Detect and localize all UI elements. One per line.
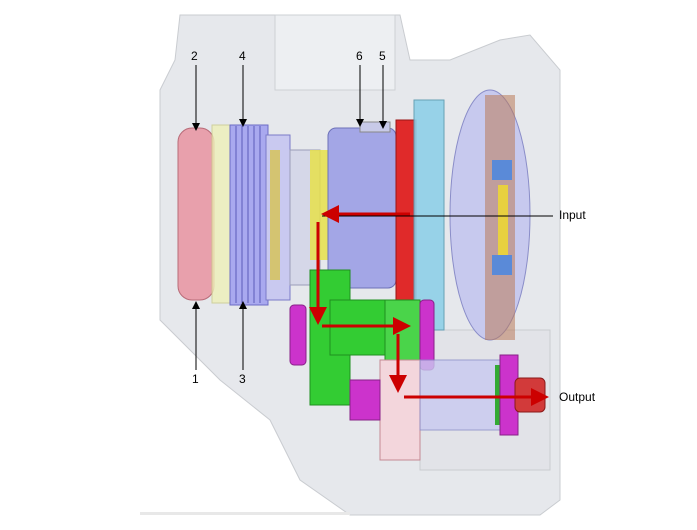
callout-5: 5 bbox=[379, 49, 386, 63]
power-flow-arrows bbox=[309, 205, 549, 406]
clutch-drum-red bbox=[177, 127, 215, 301]
callout-3: 3 bbox=[239, 372, 246, 386]
callout-1: 1 bbox=[192, 372, 199, 386]
output-label: Output bbox=[559, 390, 596, 404]
input-label: Input bbox=[559, 208, 586, 222]
callout-6: 6 bbox=[356, 49, 363, 63]
clutch-drum-blue bbox=[327, 127, 397, 289]
callout-2: 2 bbox=[191, 49, 198, 63]
callout-4: 4 bbox=[239, 49, 246, 63]
